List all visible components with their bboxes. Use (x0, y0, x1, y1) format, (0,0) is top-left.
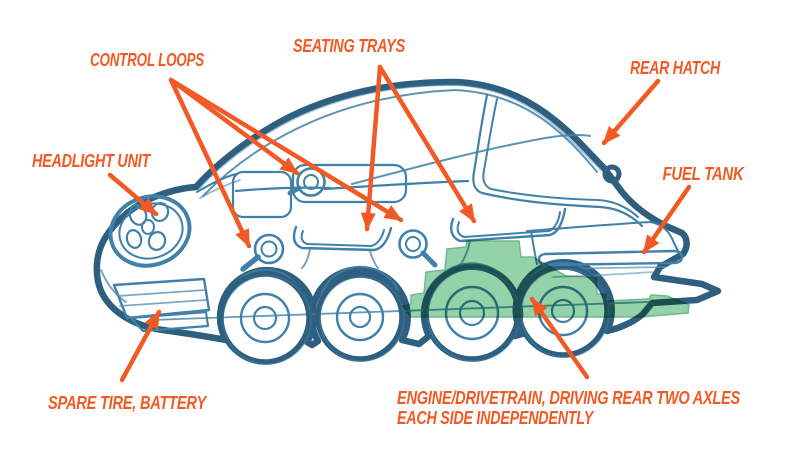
rear-hatch-hinge (602, 164, 622, 184)
arrow-rear-hatch (601, 78, 661, 146)
label-rear-hatch: REAR HATCH (630, 58, 721, 78)
sketch-lines (100, 89, 679, 321)
front-bumper-part (112, 277, 211, 333)
label-engine-drivetrain-line2: EACH SIDE INDEPENDENTLY (397, 408, 595, 428)
arrow-control-loops-1 (168, 77, 300, 176)
arrow-control-loops-2 (168, 77, 404, 223)
arrow-engine-drivetrain (529, 296, 590, 380)
fuel-tank-part (537, 249, 684, 267)
control-loop-upper (287, 167, 326, 197)
arrow-seating-trays-1 (360, 64, 383, 232)
arrow-fuel-tank (641, 184, 692, 255)
label-seating-trays: SEATING TRAYS (293, 36, 405, 56)
wheel-front-2 (315, 272, 405, 362)
control-loop-lower (240, 233, 285, 272)
label-fuel-tank: FUEL TANK (663, 164, 746, 184)
arrow-spare-tire-battery (119, 309, 162, 383)
control-loop-middle (398, 229, 438, 268)
sketch-outline-echo (197, 84, 602, 191)
label-engine-drivetrain-line1: ENGINE/DRIVETRAIN, DRIVING REAR TWO AXLE… (397, 388, 740, 408)
arrow-seating-trays-2 (377, 64, 477, 224)
annotation-arrows (107, 64, 692, 383)
arrow-control-loops-3 (168, 77, 252, 249)
arrow-headlight-unit (107, 172, 159, 217)
seating-tray-right (450, 207, 567, 243)
engine-highlight (401, 240, 690, 318)
label-control-loops: CONTROL LOOPS (90, 50, 204, 70)
label-headlight-unit: HEADLIGHT UNIT (32, 151, 152, 171)
seating-tray-left (292, 225, 393, 252)
label-spare-tire-battery: SPARE TIRE, BATTERY (48, 393, 208, 413)
vehicle-sketch (93, 78, 722, 365)
annotation-labels: CONTROL LOOPS SEATING TRAYS REAR HATCH H… (32, 36, 746, 428)
wheel-front-1 (218, 271, 312, 365)
